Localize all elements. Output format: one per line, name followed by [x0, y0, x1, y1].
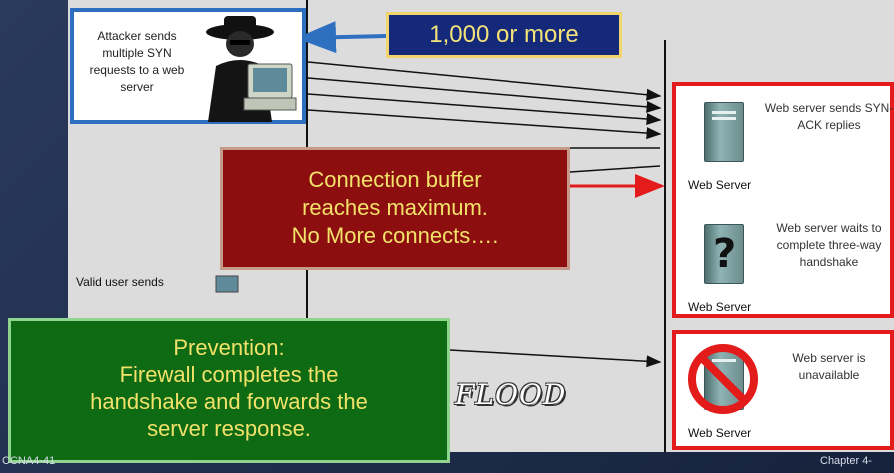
buffer-callout-line-3: No More connects…. — [291, 223, 499, 248]
syn-arrow-2 — [307, 77, 662, 113]
syn-count-badge: 1,000 or more — [386, 12, 622, 58]
server-group-unavailable: Web Server Web server is unavailable — [672, 330, 894, 450]
prevention-line-2: Firewall completes the — [119, 362, 339, 387]
prevention-line-3: handshake and forwards the — [90, 389, 368, 414]
server-desc-3: Web server is unavailable — [792, 351, 866, 382]
buffer-callout: Connection buffer reaches maximum. No Mo… — [220, 147, 570, 270]
flood-wordart: FLOOD — [455, 378, 567, 411]
web-server-waiting-icon: ? — [704, 224, 744, 284]
server-desc-1: Web server sends SYN-ACK replies — [764, 101, 894, 132]
prevention-callout: Prevention: Firewall completes the hands… — [8, 318, 450, 463]
syn-arrow-4 — [307, 109, 662, 140]
syn-arrow-6 — [569, 165, 661, 173]
buffer-callout-line-2: reaches maximum. — [302, 195, 488, 220]
server-label-3: Web Server — [688, 426, 752, 440]
prevention-line-4: server response. — [147, 416, 311, 441]
syn-arrow-1 — [307, 61, 662, 101]
attacker-description: Attacker sends multiple SYN requests to … — [89, 29, 185, 94]
footer-chapter: Chapter 4- — [820, 455, 872, 467]
user-computer-icon — [215, 275, 239, 293]
server-label-1: Web Server — [688, 178, 752, 192]
server-group-overloaded: Web Server Web server sends SYN-ACK repl… — [672, 82, 894, 318]
web-server-icon — [704, 102, 744, 162]
server-label-2: Web Server — [688, 300, 752, 314]
prohibited-icon — [688, 344, 758, 414]
question-mark-icon: ? — [713, 231, 737, 277]
hacker-icon — [206, 16, 297, 122]
syn-arrow-3 — [307, 93, 662, 125]
server-timeline — [664, 40, 666, 452]
badge-pointer-arrow — [296, 21, 387, 54]
valid-user-arrow — [449, 349, 662, 368]
buffer-callout-line-1: Connection buffer — [308, 167, 482, 192]
server-desc-2: Web server waits to complete three-way h… — [776, 221, 882, 269]
valid-user-text: Valid user sends — [76, 275, 164, 289]
attacker-box: Attacker sends multiple SYN requests to … — [70, 8, 306, 124]
footer-course-code: CCNA4-41 — [2, 455, 56, 467]
prevention-line-1: Prevention: — [173, 335, 285, 360]
